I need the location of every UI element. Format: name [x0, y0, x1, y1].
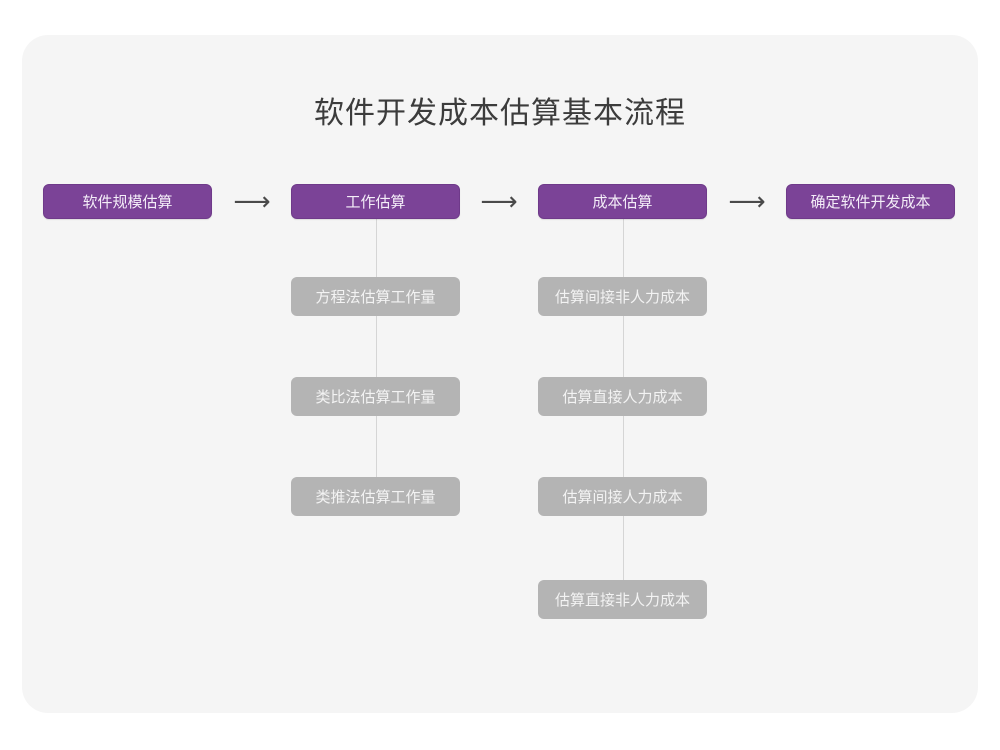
stage-node-label: 工作估算: [345, 194, 406, 211]
page-title: 软件开发成本估算基本流程: [314, 97, 686, 130]
connector-line: [623, 219, 624, 619]
diagram-card: [22, 35, 978, 713]
stage-node-label: 成本估算: [592, 194, 653, 211]
substep-node-2-3[interactable]: 类推法估算工作量: [291, 477, 460, 516]
connector-line: [376, 219, 377, 516]
substep-node-label: 估算直接人力成本: [562, 389, 683, 406]
stage-node-2[interactable]: 工作估算: [291, 184, 460, 219]
substep-node-2-1[interactable]: 方程法估算工作量: [291, 277, 460, 316]
substep-node-3-1[interactable]: 估算间接非人力成本: [538, 277, 707, 316]
flow-arrow-icon-1: ⟶: [233, 186, 271, 217]
substep-node-3-2[interactable]: 估算直接人力成本: [538, 377, 707, 416]
substep-node-3-3[interactable]: 估算间接人力成本: [538, 477, 707, 516]
substep-node-label: 类推法估算工作量: [315, 489, 436, 506]
stage-node-label: 软件规模估算: [82, 194, 173, 211]
substep-node-label: 估算直接非人力成本: [554, 592, 690, 609]
substep-node-label: 估算间接人力成本: [562, 489, 683, 506]
flow-arrow-icon-2: ⟶: [480, 186, 518, 217]
stage-node-label: 确定软件开发成本: [810, 194, 931, 211]
substep-node-2-2[interactable]: 类比法估算工作量: [291, 377, 460, 416]
substep-node-label: 估算间接非人力成本: [554, 289, 690, 306]
flow-arrow-icon-3: ⟶: [728, 186, 766, 217]
stage-node-1[interactable]: 软件规模估算: [43, 184, 212, 219]
substep-node-3-4[interactable]: 估算直接非人力成本: [538, 580, 707, 619]
substep-node-label: 方程法估算工作量: [315, 289, 436, 306]
stage-node-3[interactable]: 成本估算: [538, 184, 707, 219]
substep-node-label: 类比法估算工作量: [315, 389, 436, 406]
stage-node-4[interactable]: 确定软件开发成本: [786, 184, 955, 219]
